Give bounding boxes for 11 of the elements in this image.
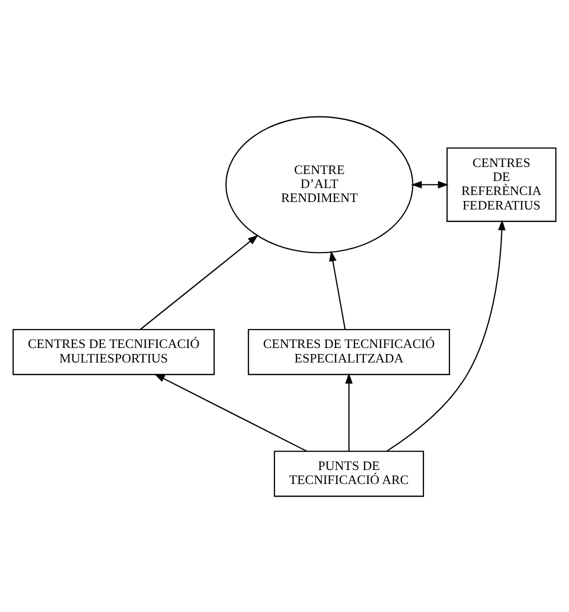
node-box: CENTRES DE TECNIFICACIÓ ESPECIALITZADA [248,328,450,375]
node-box: PUNTS DE TECNIFICACIÓ ARC [274,450,424,496]
arrow [411,180,449,188]
node-ellipse: CENTRE D’ALT RENDIMENT [225,116,414,253]
node-box: CENTRES DE REFERÈNCIA FEDERATIUS [446,146,556,222]
arrow [329,250,346,329]
arrow [386,219,506,452]
arrow [140,234,258,330]
node-box: CENTRES DE TECNIFICACIÓ MULTIESPORTIUS [12,328,215,375]
arrow [154,373,308,452]
arrow [345,372,353,451]
